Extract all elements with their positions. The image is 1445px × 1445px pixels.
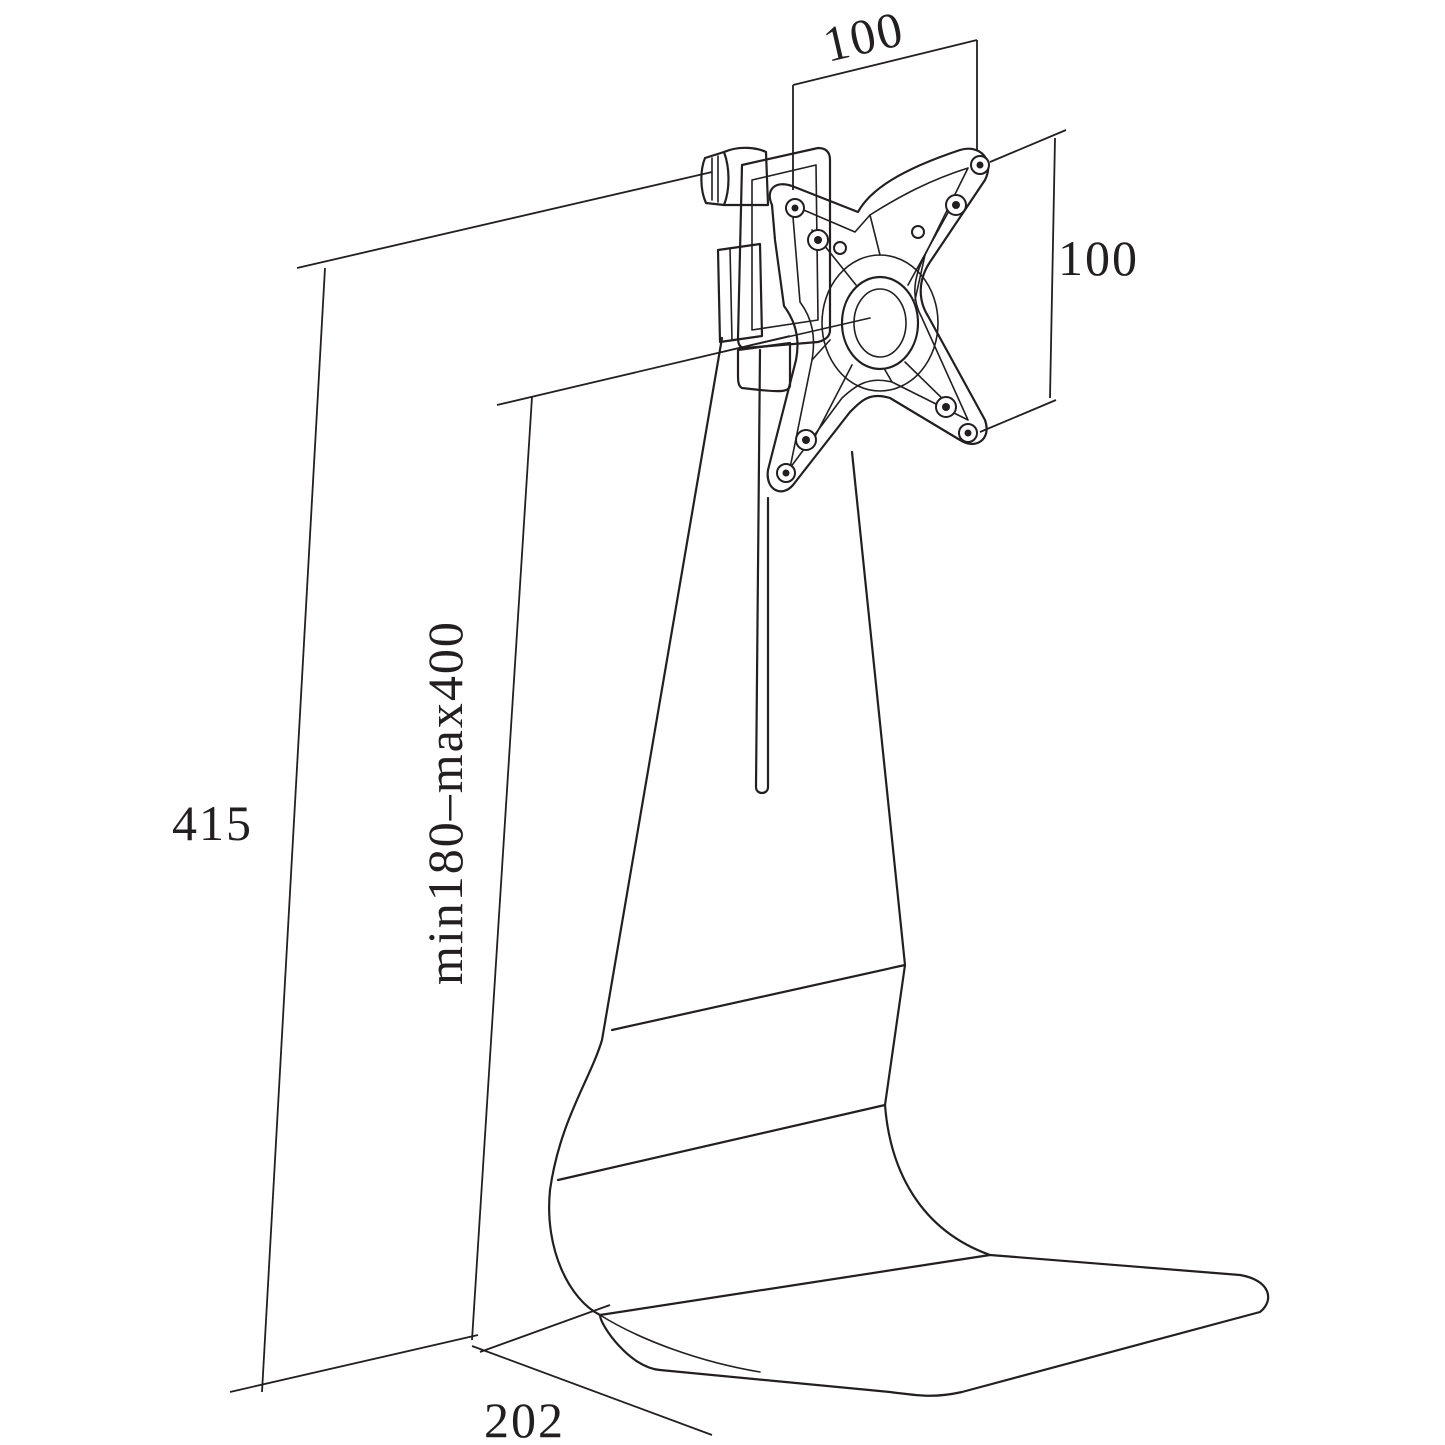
- dimension-vesa-height: 100: [979, 129, 1139, 433]
- dimension-overall-height: 415: [172, 171, 713, 1393]
- center-hub-icon: [840, 275, 920, 371]
- vesa-height-label: 100: [1058, 230, 1139, 286]
- dimension-vesa-width: 100: [792, 0, 978, 190]
- vesa-width-label: 100: [818, 0, 910, 73]
- dimension-adjustable-height: min180–max400: [417, 335, 791, 1341]
- overall-height-label: 415: [172, 795, 253, 851]
- stand-body: [548, 336, 1270, 1397]
- base-depth-label: 202: [484, 1392, 565, 1445]
- mounting-hole-icon: [776, 155, 990, 483]
- tension-knob-icon: [700, 150, 730, 207]
- dimension-base-depth: 202: [471, 1304, 713, 1445]
- vesa-plate: [766, 147, 990, 493]
- adjustable-height-label: min180–max400: [417, 620, 473, 985]
- column-slot: [754, 348, 770, 795]
